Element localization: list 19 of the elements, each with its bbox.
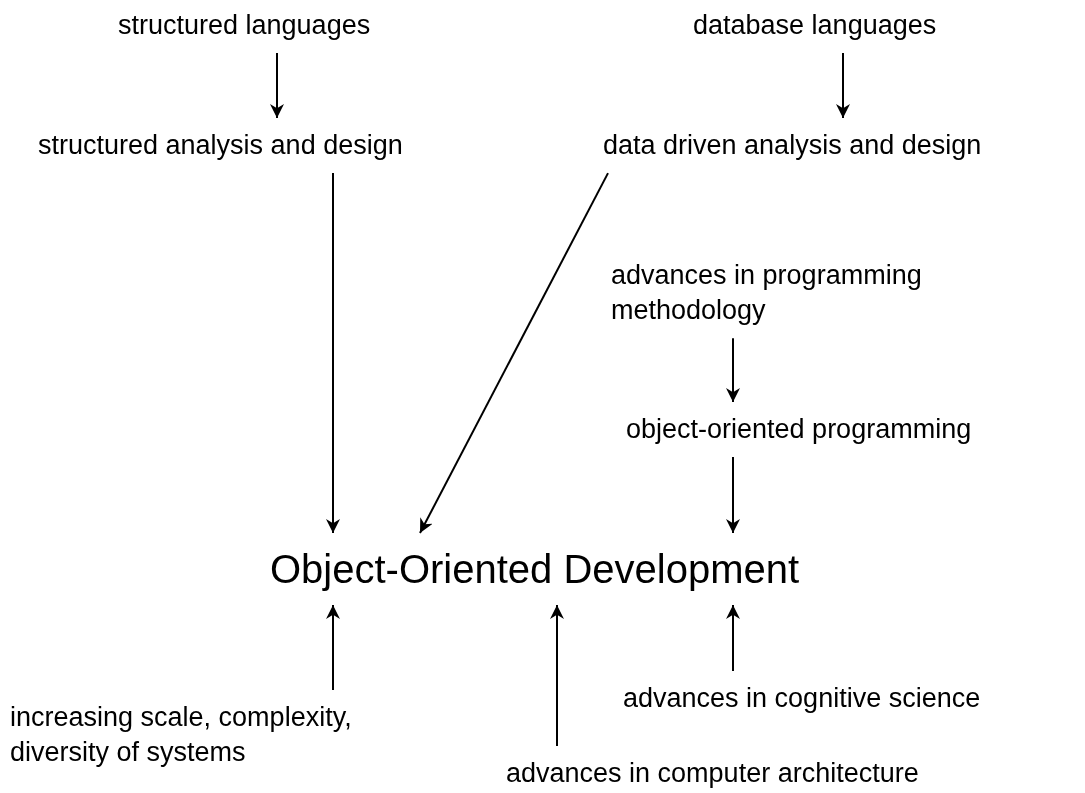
text-label: structured languages [118,8,371,44]
text-label: database languages [693,8,937,44]
text-label: increasing scale, complexity, diversity of systems [10,700,382,771]
arrow [550,604,564,747]
text-label: advances in cognitive science [623,681,981,717]
arrow [726,456,740,534]
text-label: data driven analysis and design [603,128,982,164]
arrow [726,337,740,403]
arrow [270,52,284,119]
arrow [326,172,340,534]
arrow [419,172,609,534]
arrow [836,52,850,119]
text-label: object-oriented programming [626,412,972,448]
arrow [326,604,340,691]
arrow [726,604,740,672]
text-label: Object-Oriented Development [270,543,800,595]
text-label: advances in programming methodology [611,258,1051,329]
text-label: structured analysis and design [38,128,403,164]
text-label: advances in computer architecture [506,756,919,792]
